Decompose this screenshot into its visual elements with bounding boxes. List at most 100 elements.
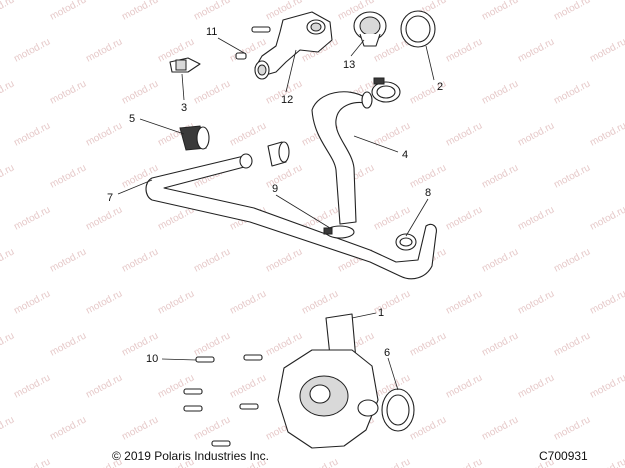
hose-clamp-9-part <box>323 225 355 239</box>
watermark-text: motod.ru <box>228 372 268 400</box>
watermark-text: motod.ru <box>552 162 592 190</box>
watermark-text: motod.ru <box>372 204 412 232</box>
watermark-text: motod.ru <box>444 120 484 148</box>
watermark-text: motod.ru <box>372 456 412 468</box>
callout-5: 5 <box>129 113 135 125</box>
hose-coupler-mid-part <box>267 141 290 167</box>
watermark-text: motod.ru <box>408 330 448 358</box>
watermark-text: motod.ru <box>84 36 124 64</box>
watermark-text: motod.ru <box>480 78 520 106</box>
callout-6: 6 <box>384 347 390 359</box>
temp-sensor-part <box>169 57 201 73</box>
watermark-text: motod.ru <box>444 372 484 400</box>
watermark-text: motod.ru <box>300 456 340 468</box>
watermark-text: motod.ru <box>516 288 556 316</box>
watermark-text: motod.ru <box>120 246 160 274</box>
thermostat-housing-part <box>254 11 333 80</box>
copyright-text: © 2019 Polaris Industries Inc. <box>112 449 269 463</box>
watermark-text: motod.ru <box>552 78 592 106</box>
watermark-text: motod.ru <box>444 456 484 468</box>
watermark-text: motod.ru <box>12 456 52 468</box>
watermark-text: motod.ru <box>516 36 556 64</box>
watermark-text: motod.ru <box>120 0 160 23</box>
watermark-text: motod.ru <box>12 204 52 232</box>
watermark-text: motod.ru <box>300 288 340 316</box>
coupler-part <box>179 125 210 151</box>
watermark-text: motod.ru <box>516 120 556 148</box>
watermark-text: motod.ru <box>552 246 592 274</box>
coolant-hose-part <box>311 91 373 225</box>
watermark-text: motod.ru <box>192 78 232 106</box>
watermark-text: motod.ru <box>120 78 160 106</box>
watermark-text: motod.ru <box>264 246 304 274</box>
watermark-text: motod.ru <box>588 120 625 148</box>
thermostat-part <box>353 11 387 47</box>
watermark-text: motod.ru <box>480 0 520 23</box>
watermark-text: motod.ru <box>588 36 625 64</box>
callout-labels: 11 13 2 3 12 5 4 7 9 8 1 10 6 <box>107 26 443 365</box>
watermark-text: motod.ru <box>444 36 484 64</box>
watermark-text: motod.ru <box>12 120 52 148</box>
watermark-text: motod.ru <box>0 78 16 106</box>
watermark-text: motod.ru <box>516 372 556 400</box>
watermark-text: motod.ru <box>0 246 16 274</box>
watermark-text: motod.ru <box>480 330 520 358</box>
callout-9: 9 <box>272 183 278 195</box>
callout-13: 13 <box>343 59 355 71</box>
watermark-text: motod.ru <box>588 288 625 316</box>
watermark-text: motod.ru <box>192 330 232 358</box>
leader-lines <box>117 37 435 391</box>
watermark-text: motod.ru <box>588 456 625 468</box>
watermark-text: motod.ru <box>48 78 88 106</box>
watermark-text: motod.ru <box>480 162 520 190</box>
callout-11: 11 <box>206 26 217 38</box>
callout-4: 4 <box>402 149 408 161</box>
watermark-text: motod.ru <box>444 204 484 232</box>
water-pump-part <box>277 313 379 449</box>
callout-8: 8 <box>425 187 431 199</box>
watermark-text: motod.ru <box>48 246 88 274</box>
watermark-text: motod.ru <box>552 330 592 358</box>
watermark-text: motod.ru <box>228 120 268 148</box>
callout-10: 10 <box>146 353 158 365</box>
callout-2: 2 <box>437 81 443 93</box>
watermark-text: motod.ru <box>0 330 16 358</box>
watermark-text: motod.ru <box>48 0 88 23</box>
watermark-text: motod.ru <box>552 414 592 442</box>
watermark-text: motod.ru <box>84 120 124 148</box>
watermark-text: motod.ru <box>12 36 52 64</box>
watermark-text: motod.ru <box>48 330 88 358</box>
watermark-text: motod.ru <box>264 330 304 358</box>
hose-clamp-upper-part <box>371 77 401 103</box>
watermark-text: motod.ru <box>444 288 484 316</box>
bolt-top-part <box>235 26 271 60</box>
watermark-text: motod.ru <box>120 414 160 442</box>
watermark-text: motod.ru <box>480 246 520 274</box>
watermark-text: motod.ru <box>516 204 556 232</box>
callout-7: 7 <box>107 192 113 204</box>
watermark-text: motod.ru <box>48 414 88 442</box>
o-ring-top-part <box>400 10 436 48</box>
diagram-code: C700931 <box>539 449 588 463</box>
pump-bolts-part <box>183 354 263 447</box>
o-ring-pump-part <box>381 388 415 432</box>
watermark-text: motod.ru <box>408 414 448 442</box>
watermark-text: motod.ru <box>48 162 88 190</box>
callout-3: 3 <box>181 102 187 114</box>
watermark-text: motod.ru <box>552 0 592 23</box>
watermark-text: motod.ru <box>588 204 625 232</box>
hose-clamp-8-part <box>395 233 417 251</box>
watermark-text: motod.ru <box>156 372 196 400</box>
watermark-text: motod.ru <box>480 414 520 442</box>
watermark-text: motod.ru <box>84 204 124 232</box>
watermark-text: motod.ru <box>84 288 124 316</box>
watermark-text: motod.ru <box>264 162 304 190</box>
watermark-text: motod.ru <box>0 162 16 190</box>
watermark-text: motod.ru <box>228 288 268 316</box>
callout-12: 12 <box>281 94 293 106</box>
watermark-text: motod.ru <box>0 0 16 23</box>
callout-1: 1 <box>378 307 384 319</box>
watermark-text: motod.ru <box>192 414 232 442</box>
